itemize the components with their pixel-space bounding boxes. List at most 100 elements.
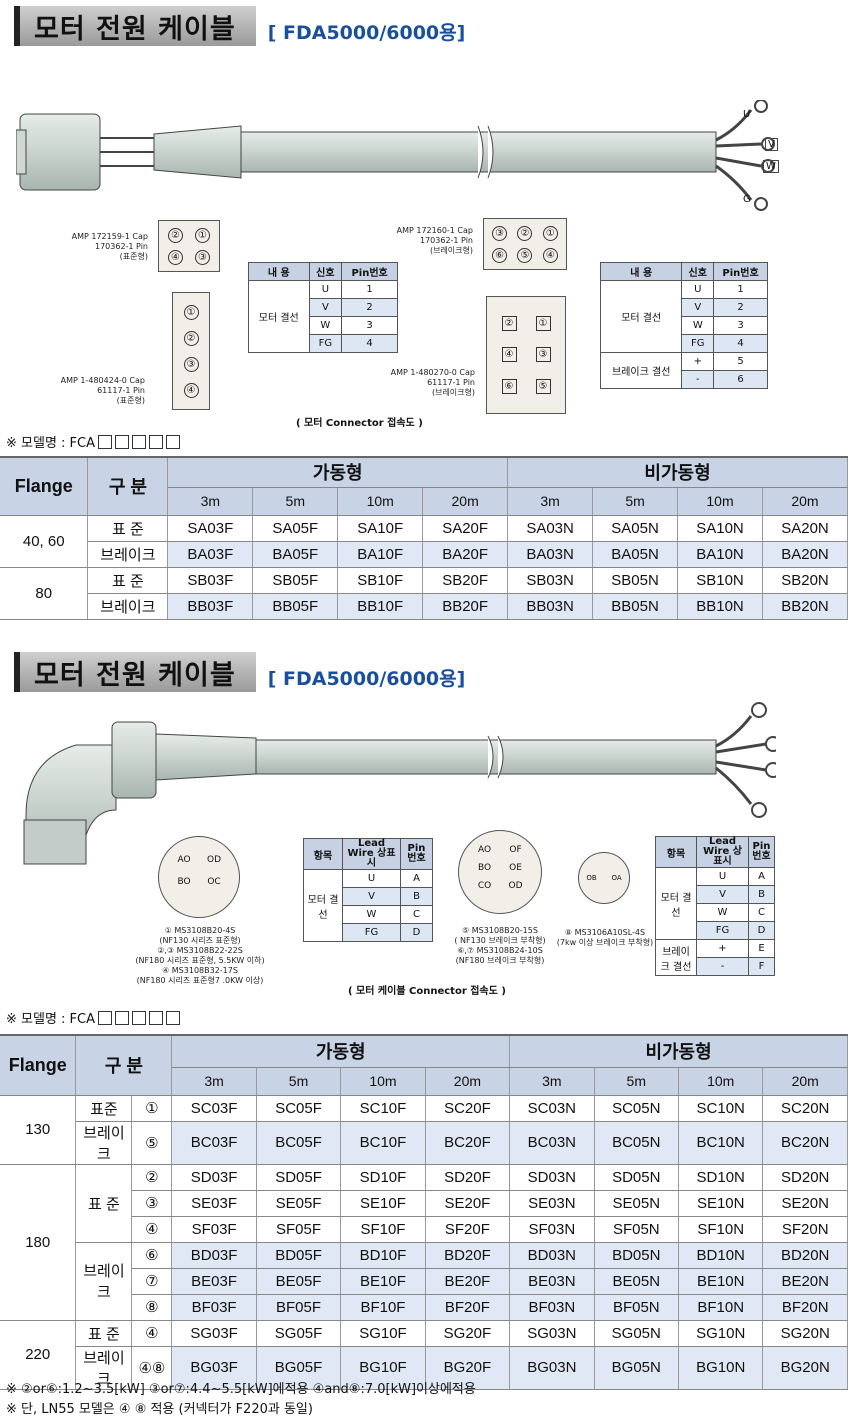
code-cell: SE05F xyxy=(256,1190,342,1217)
caption-line: (NF180 시리즈 표준형7 .0KW 이상) xyxy=(136,976,264,985)
group-cell: 브레이크 결선 xyxy=(655,939,697,976)
section2-title: 모터 전원 케이블 xyxy=(20,652,256,692)
code-cell: BA05N xyxy=(592,541,679,568)
code-cell: BB05F xyxy=(252,593,339,620)
cell: 1 xyxy=(713,280,768,299)
code-cell: SE20F xyxy=(425,1190,511,1217)
length-header: 5m xyxy=(252,487,339,516)
code-cell: SA05N xyxy=(592,515,679,542)
model-label: ※ 모델명 : FCA xyxy=(6,1012,95,1027)
code-cell: BE05F xyxy=(256,1268,342,1295)
num-cell: ⑦ xyxy=(131,1268,173,1295)
code-cell: BA05F xyxy=(252,541,339,568)
cell: - xyxy=(681,370,715,389)
cell: W xyxy=(308,316,343,335)
code-cell: BE20N xyxy=(762,1268,848,1295)
section1-subtitle: [ FDA5000/6000용] xyxy=(267,21,466,44)
num-cell: ⑧ xyxy=(131,1294,173,1321)
code-cell: BF03N xyxy=(509,1294,595,1321)
caption-line: (표준형) xyxy=(116,396,145,405)
wire-label-w: W xyxy=(763,160,779,173)
code-cell: BG10N xyxy=(678,1346,764,1390)
caption-line: ⑤ MS3108B20-15S xyxy=(462,926,538,935)
th: Pin 번호 xyxy=(400,838,433,870)
code-cell: BD03N xyxy=(509,1242,595,1269)
group-cell: 브레이크 결선 xyxy=(599,352,683,389)
cell: 4 xyxy=(713,334,768,353)
pin: ④ xyxy=(183,382,199,398)
cell: 5 xyxy=(713,352,768,371)
caption-line: AMP 1-480424-0 Cap xyxy=(60,376,145,385)
code-cell: BD20N xyxy=(762,1242,848,1269)
caption-line: AMP 172160-1 Cap xyxy=(396,226,473,235)
header-type: 구 분 xyxy=(87,457,169,516)
code-cell: BD05N xyxy=(594,1242,680,1269)
connector-ms20-15s: AO OF BO OE CO OD xyxy=(458,830,542,914)
code-cell: BB10F xyxy=(337,593,424,620)
caption-line: ⑥,⑦ MS3108B24-10S xyxy=(457,946,543,955)
caption-line: 170362-1 Pin xyxy=(420,236,473,245)
caption-line: ②,③ MS3108B22-22S xyxy=(157,946,243,955)
num-cell: ⑤ xyxy=(131,1121,173,1165)
cell: V xyxy=(308,298,343,317)
cell: U xyxy=(681,280,715,299)
code-cell: BG03N xyxy=(509,1346,595,1390)
code-cell: SF20F xyxy=(425,1216,511,1243)
cell: F xyxy=(748,957,775,976)
length-header: 5m xyxy=(594,1067,680,1096)
code-cell: BF20F xyxy=(425,1294,511,1321)
cell: FG xyxy=(696,921,749,940)
cell: W xyxy=(696,903,749,922)
pin: ② xyxy=(183,330,199,346)
code-cell: BE20F xyxy=(425,1268,511,1295)
group-cell: 모터 결선 xyxy=(303,869,343,942)
pin: BO xyxy=(177,877,191,887)
model-box xyxy=(115,434,129,449)
model-box xyxy=(166,434,180,449)
model-box xyxy=(98,434,112,449)
code-cell: BE05N xyxy=(594,1268,680,1295)
pin: CO xyxy=(477,881,492,891)
kind-cell: 브레이크 xyxy=(87,541,169,568)
pin: ③ xyxy=(183,356,199,372)
pin: ⑥ xyxy=(501,378,517,394)
cell: A xyxy=(748,867,775,886)
pin: ② xyxy=(168,227,183,243)
cell: C xyxy=(400,905,433,924)
pin: ① xyxy=(542,225,558,241)
code-cell: BB10N xyxy=(677,593,763,620)
code-cell: SD10N xyxy=(678,1164,764,1191)
code-cell: BC05F xyxy=(256,1121,342,1165)
flange-cell: 80 xyxy=(0,567,89,620)
cell: + xyxy=(696,939,749,958)
caption-line: (7kw 이상 브레이크 부착형) xyxy=(556,938,654,947)
code-cell: SC10N xyxy=(678,1095,764,1122)
connector-caption-ms3: ⑧ MS3106A10SL-4S (7kw 이상 브레이크 부착형) xyxy=(555,928,655,948)
cable-drawing-2 xyxy=(23,702,776,865)
section2-subtitle: [ FDA5000/6000용] xyxy=(267,667,466,690)
code-cell: BE03F xyxy=(171,1268,257,1295)
group-cell: 모터 결선 xyxy=(248,280,310,353)
code-cell: BF10N xyxy=(678,1294,764,1321)
code-cell: SF20N xyxy=(762,1216,848,1243)
code-cell: SG03N xyxy=(509,1320,595,1347)
pin: OF xyxy=(509,845,522,855)
diagram-caption-2: ( 모터 케이블 Connector 접속도 ) xyxy=(348,986,506,997)
code-cell: SB03F xyxy=(167,567,254,594)
caption-line: AMP 1-480270-0 Cap xyxy=(390,368,475,377)
code-cell: SD03F xyxy=(171,1164,257,1191)
spec-table-2: Flange 구 분 가동형 비가동형 3m 5m 10m 20m 3m 5m … xyxy=(0,1034,848,1390)
code-cell: SA20F xyxy=(422,515,509,542)
pin: ⑤ xyxy=(535,378,551,394)
connector-caption-c: AMP 1-480424-0 Cap 61117-1 Pin (표준형) xyxy=(55,376,145,406)
cell: V xyxy=(681,298,715,317)
section1-title: 모터 전원 케이블 xyxy=(20,6,256,46)
cell: 4 xyxy=(341,334,398,353)
